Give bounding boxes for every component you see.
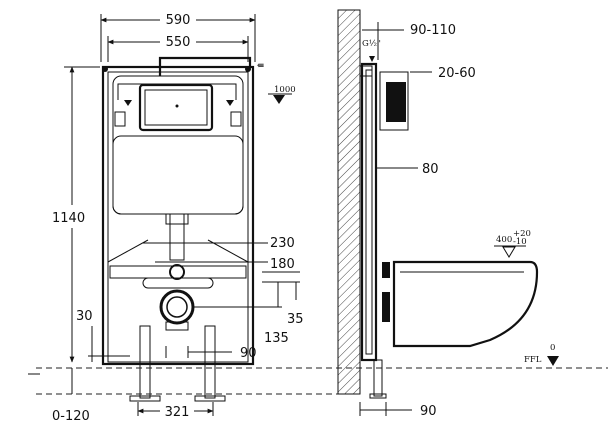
frame-outline [101,65,255,366]
dim-35: 35 [287,312,304,327]
ffl-value: 0 [550,343,555,353]
bowl-tolerance-top: +20 [513,229,531,239]
dim-135: 135 [264,331,289,346]
front-view: 590 550 ⇚ 1000 [28,13,608,424]
cistern [112,75,244,215]
dim-180: 180 [270,257,295,272]
dim-20-60: 20-60 [438,66,476,81]
water-inlet-label: G½" [362,38,381,49]
water-inlet-icon: ⇚ [257,61,264,71]
dim-590: 590 [166,13,191,28]
ffl-label: FFL [524,355,542,365]
dim-80: 80 [422,162,439,177]
dim-321: 321 [165,405,190,420]
dim-30: 30 [76,309,93,324]
bowl-height-label: 400 [496,235,512,245]
dim-90-110: 90-110 [410,23,456,38]
bowl-tolerance-bottom: -10 [513,237,527,247]
dim-230: 230 [270,236,295,251]
dim-1140: 1140 [52,211,85,226]
dim-0-120: 0-120 [52,409,90,424]
wall-section [337,9,361,395]
dim-90-side: 90 [420,404,437,419]
dim-550: 550 [166,35,191,50]
flush-opening [138,83,214,132]
dim-90-front: 90 [240,346,257,361]
toilet-bowl [392,260,539,348]
side-view: 90-110 G½" 20-60 80 400 +20 -10 0 FFL [337,9,559,419]
marker-1000: 1000 [274,85,296,95]
